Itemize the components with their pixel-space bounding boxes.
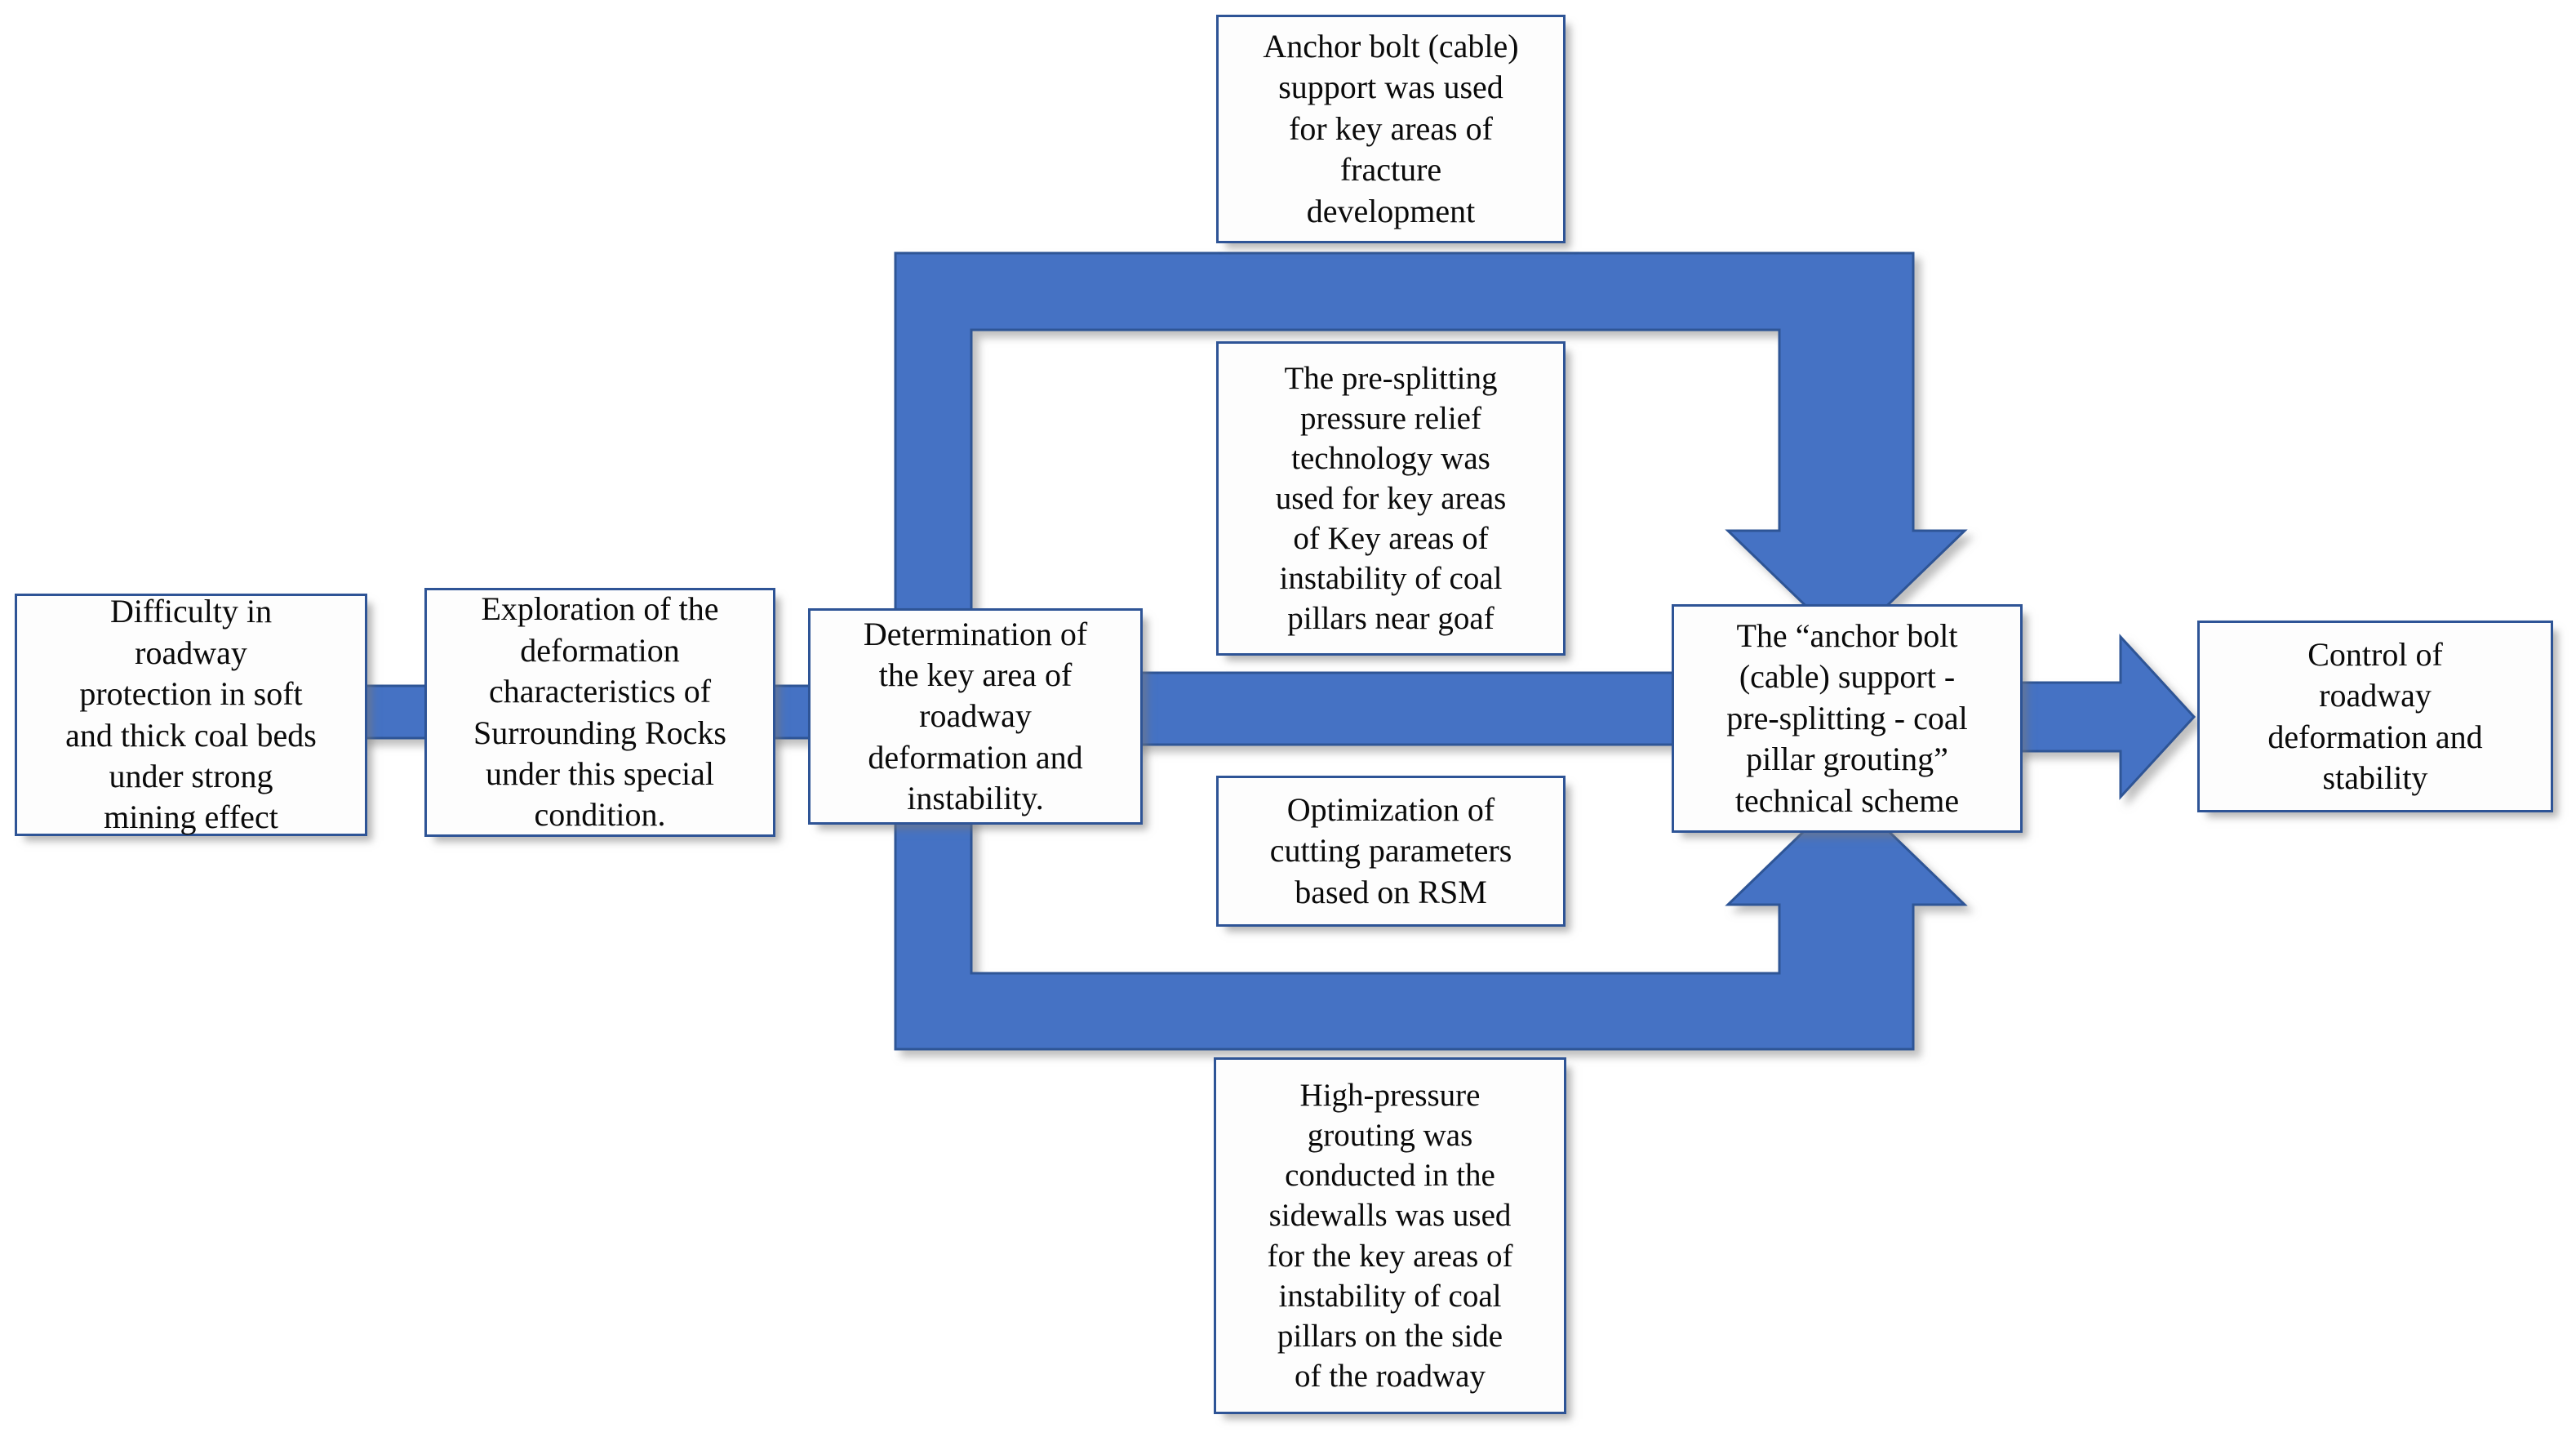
grouting-box-label: High-pressure grouting was conducted in …: [1267, 1078, 1513, 1394]
rsm-optimization-box-label: Optimization of cutting parameters based…: [1269, 790, 1512, 910]
anchor-bolt-box[interactable]: Anchor bolt (cable) support was used for…: [1216, 15, 1566, 243]
control-outcome-box[interactable]: Control of roadway deformation and stabi…: [2197, 621, 2553, 812]
control-outcome-box-label: Control of roadway deformation and stabi…: [2267, 635, 2483, 796]
arrow-determination-to-scheme: [1129, 671, 1687, 746]
pre-splitting-box[interactable]: The pre-splitting pressure relief techno…: [1216, 341, 1566, 656]
exploration-box[interactable]: Exploration of the deformation character…: [424, 588, 775, 837]
determination-box[interactable]: Determination of the key area of roadway…: [808, 608, 1143, 825]
determination-box-label: Determination of the key area of roadway…: [863, 615, 1088, 817]
technical-scheme-box[interactable]: The “anchor bolt (cable) support - pre-s…: [1672, 604, 2023, 833]
pre-splitting-box-label: The pre-splitting pressure relief techno…: [1275, 360, 1507, 637]
technical-scheme-box-label: The “anchor bolt (cable) support - pre-s…: [1726, 617, 1968, 819]
anchor-bolt-box-label: Anchor bolt (cable) support was used for…: [1263, 28, 1519, 229]
exploration-box-label: Exploration of the deformation character…: [473, 590, 726, 834]
arrow-scheme-to-control: [2014, 634, 2196, 800]
difficulty-box[interactable]: Difficulty in roadway protection in soft…: [15, 593, 367, 836]
grouting-box[interactable]: High-pressure grouting was conducted in …: [1214, 1057, 1566, 1414]
rsm-optimization-box[interactable]: Optimization of cutting parameters based…: [1216, 776, 1566, 927]
difficulty-box-label: Difficulty in roadway protection in soft…: [65, 593, 317, 836]
